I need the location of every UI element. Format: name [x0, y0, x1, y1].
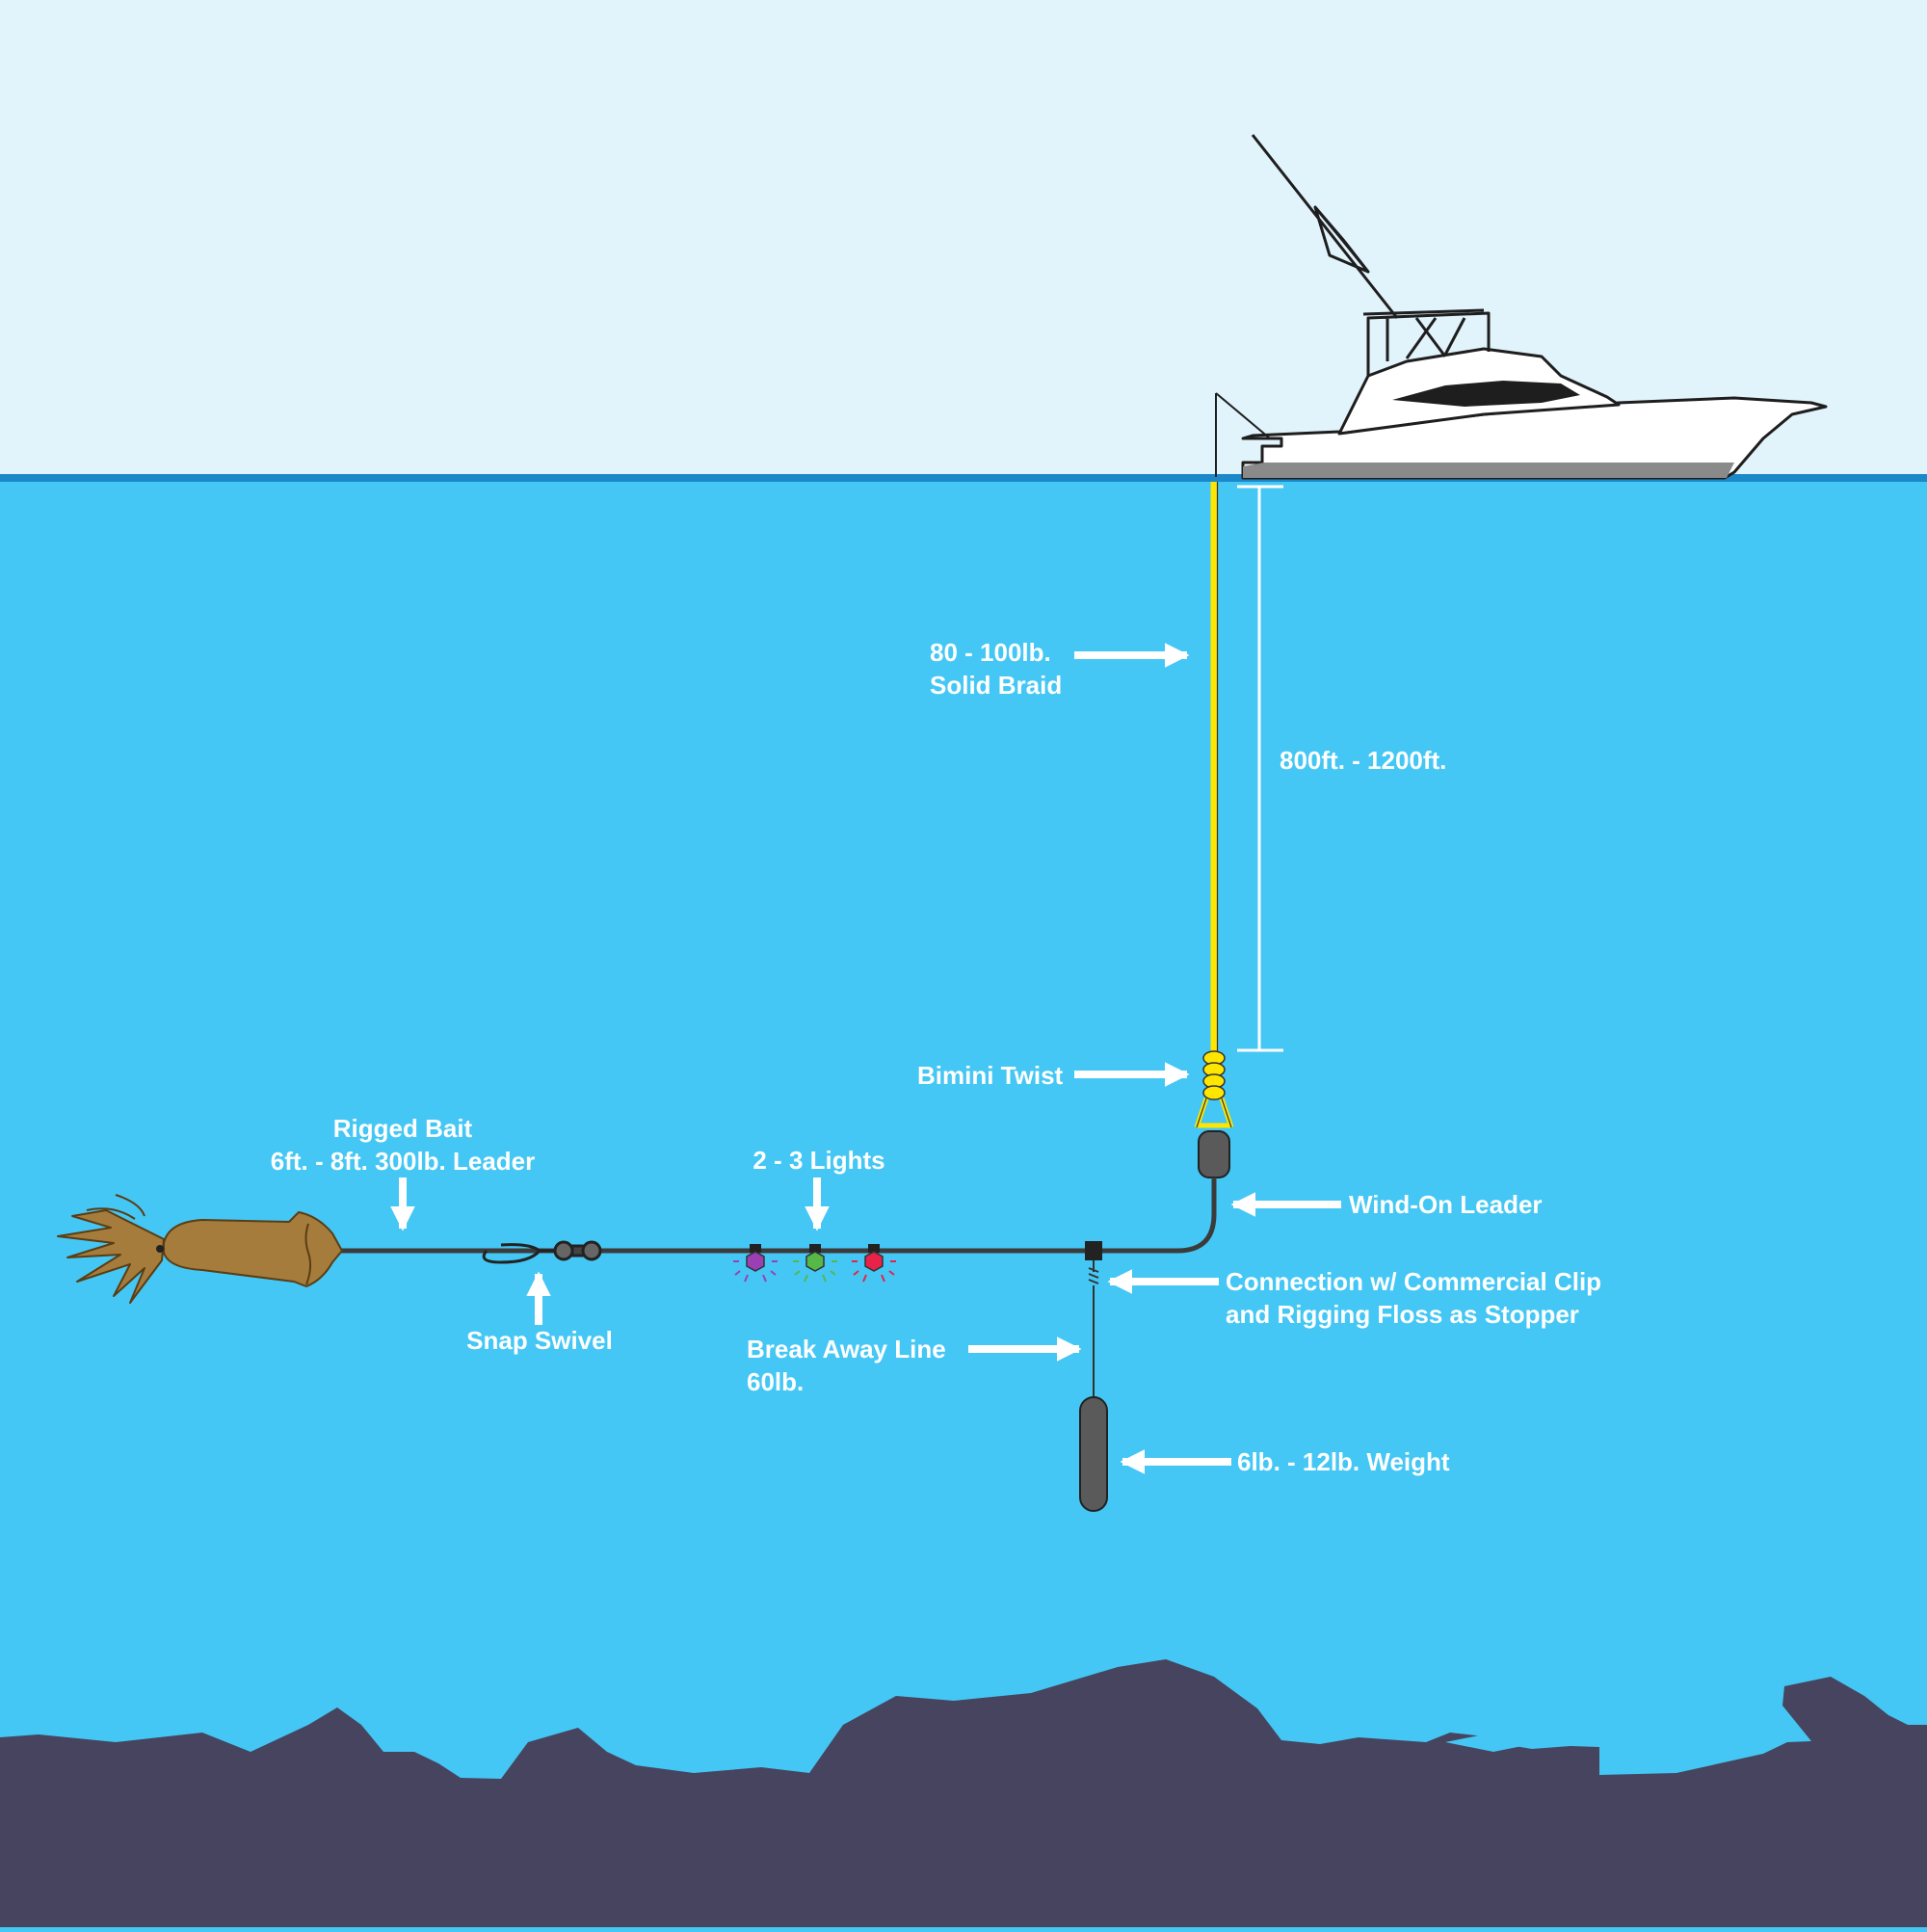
label-bait: Rigged Bait 6ft. - 8ft. 300lb. Leader — [271, 1112, 536, 1178]
windon-sleeve — [1198, 1130, 1230, 1178]
light-2 — [793, 1244, 837, 1283]
label-braid-line2: Solid Braid — [930, 671, 1063, 700]
leader-line — [337, 1178, 1217, 1254]
boat-rod — [1215, 392, 1271, 477]
boat-hull-stripe — [1243, 463, 1734, 478]
label-weight: 6lb. - 12lb. Weight — [1237, 1447, 1450, 1476]
boat-outrigger — [1251, 134, 1399, 319]
water-surface-line — [0, 474, 1927, 482]
label-connection-line1: Connection w/ Commercial Clip — [1226, 1267, 1602, 1296]
label-braid: 80 - 100lb. Solid Braid — [930, 636, 1062, 701]
label-connection: Connection w/ Commercial Clip and Riggin… — [1226, 1265, 1601, 1331]
label-bait-line2: 6ft. - 8ft. 300lb. Leader — [270, 1147, 536, 1176]
seafloor — [0, 1659, 1927, 1927]
squid-bait-icon — [57, 1194, 343, 1304]
boat-icon — [1215, 134, 1828, 480]
water — [0, 477, 1927, 1927]
sinker-weight-icon — [1079, 1396, 1108, 1512]
bimini-twist — [1194, 1050, 1234, 1128]
depth-bracket — [1237, 485, 1283, 1052]
label-snap-swivel: Snap Swivel — [466, 1326, 613, 1355]
label-lights: 2 - 3 Lights — [752, 1146, 885, 1175]
label-windon: Wind-On Leader — [1349, 1190, 1543, 1219]
label-bait-line1: Rigged Bait — [332, 1114, 473, 1143]
label-braid-line1: 80 - 100lb. — [930, 638, 1051, 667]
light-1 — [733, 1244, 778, 1283]
light-3 — [852, 1244, 896, 1283]
boat-window — [1392, 381, 1580, 407]
commercial-clip — [1085, 1241, 1102, 1260]
label-bimini: Bimini Twist — [917, 1061, 1064, 1090]
label-breakaway: Break Away Line 60lb. — [747, 1333, 946, 1398]
boat-tower — [1362, 308, 1491, 376]
label-breakaway-line1: Break Away Line — [747, 1335, 946, 1363]
seafloor-crevice — [1445, 1734, 1522, 1752]
label-breakaway-line2: 60lb. — [747, 1367, 805, 1396]
label-depth: 800ft. - 1200ft. — [1280, 746, 1447, 775]
label-connection-line2: and Rigging Floss as Stopper — [1226, 1300, 1579, 1329]
snap-swivel — [482, 1240, 602, 1264]
rigging-floss — [1088, 1260, 1099, 1284]
